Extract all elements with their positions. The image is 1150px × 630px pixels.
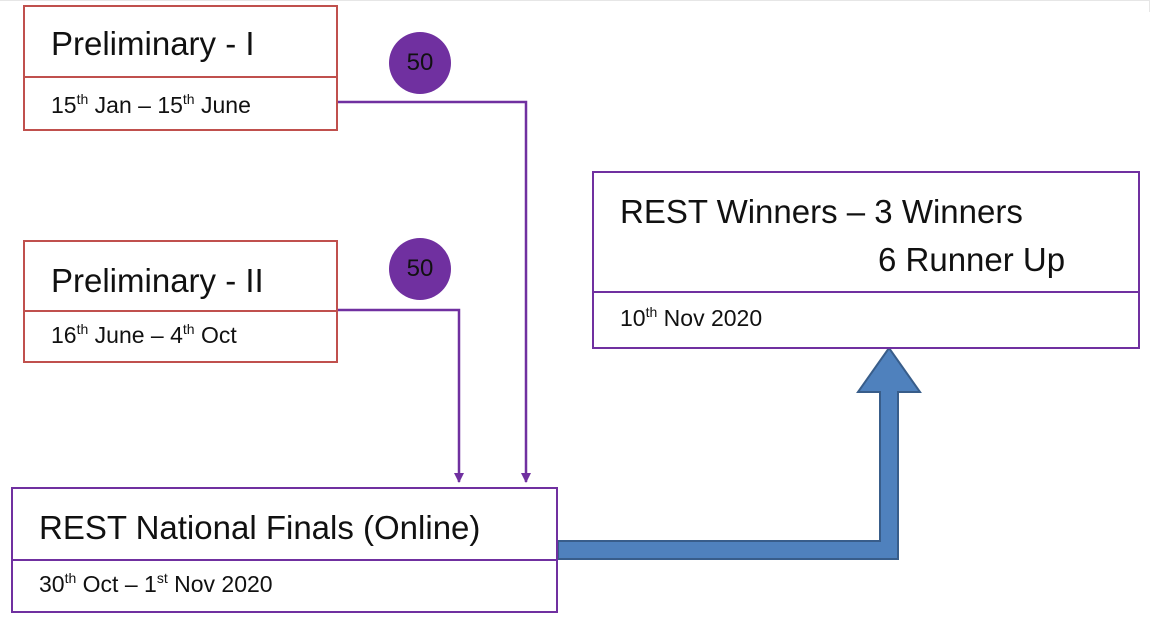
date-day: 30 <box>39 571 65 597</box>
date-day: 4 <box>170 322 183 348</box>
date-text: June – <box>88 322 171 348</box>
date-day: 10 <box>620 305 646 331</box>
connector-prelim2-to-finals <box>338 308 464 483</box>
date-day: 1 <box>144 571 157 597</box>
stage-date: 10th Nov 2020 <box>594 293 1138 347</box>
stage-box-national-finals: REST National Finals (Online) 30th Oct –… <box>11 487 558 613</box>
date-text: Oct – <box>76 571 145 597</box>
stage-title: Preliminary - I <box>25 7 336 78</box>
connector-prelim1-to-finals <box>338 100 531 483</box>
stage-date: 30th Oct – 1st Nov 2020 <box>13 561 556 611</box>
date-text: June <box>194 92 251 118</box>
stage-title: Preliminary - II <box>25 242 336 312</box>
stage-date: 16th June – 4th Oct <box>25 312 336 361</box>
stage-title: REST National Finals (Online) <box>13 489 556 561</box>
stage-box-winners: REST Winners – 3 Winners 6 Runner Up 10t… <box>592 171 1140 349</box>
block-arrow-finals-to-winners <box>557 346 922 560</box>
frame-top-edge <box>0 0 1150 1</box>
date-suffix: th <box>182 91 195 107</box>
date-day: 15 <box>157 92 183 118</box>
stage-box-preliminary-1: Preliminary - I 15th Jan – 15th June <box>23 5 338 131</box>
date-suffix: th <box>645 304 658 320</box>
stage-date: 15th Jan – 15th June <box>25 78 336 129</box>
date-suffix: st <box>156 570 168 586</box>
winners-title-line-2: 6 Runner Up <box>878 241 1066 278</box>
count-badge-preliminary-2: 50 <box>389 238 451 300</box>
date-suffix: th <box>64 570 77 586</box>
date-text: Nov 2020 <box>657 305 763 331</box>
date-text: Jan – <box>88 92 158 118</box>
winners-title-line-1: REST Winners – 3 Winners <box>620 193 1023 230</box>
stage-box-preliminary-2: Preliminary - II 16th June – 4th Oct <box>23 240 338 363</box>
date-day: 15 <box>51 92 77 118</box>
date-suffix: th <box>182 321 195 337</box>
stage-title: REST Winners – 3 Winners 6 Runner Up <box>594 173 1138 293</box>
date-suffix: th <box>76 321 89 337</box>
count-badge-preliminary-1: 50 <box>389 32 451 94</box>
date-text: Oct <box>194 322 237 348</box>
date-day: 16 <box>51 322 77 348</box>
date-text: Nov 2020 <box>167 571 273 597</box>
date-suffix: th <box>76 91 89 107</box>
